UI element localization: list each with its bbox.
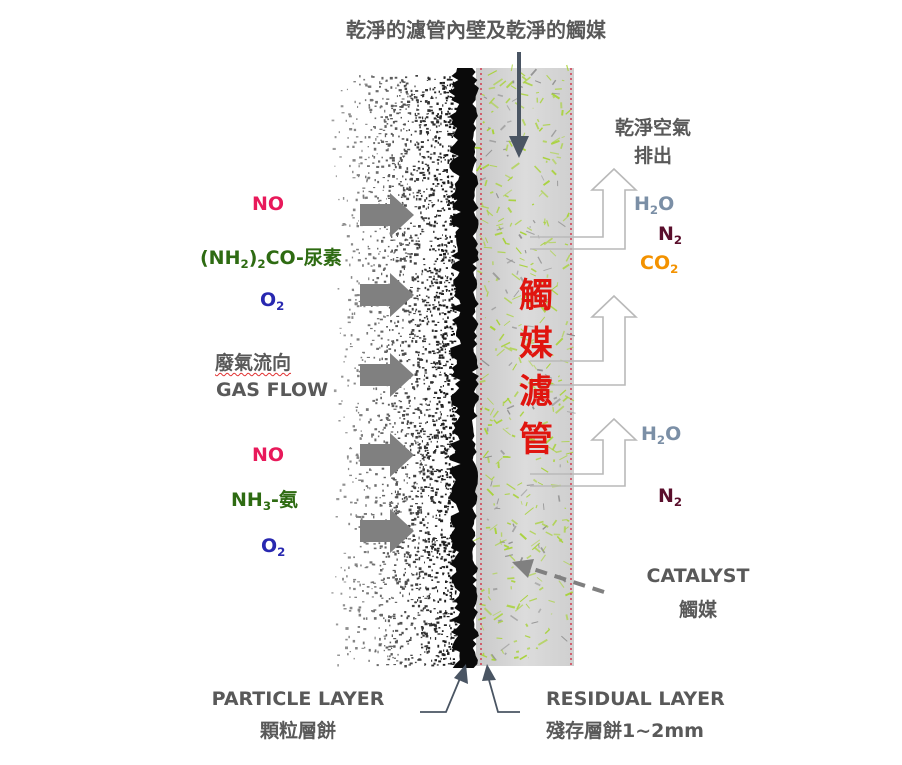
- input-no-1: NO: [252, 193, 285, 215]
- clean-air-outflow-arrows: [530, 167, 638, 487]
- arrow-down-icon: [509, 52, 529, 158]
- clean-air-line2: 排出: [633, 145, 673, 167]
- arrow-right-icon: [360, 353, 414, 397]
- layer-pointers: [420, 675, 520, 713]
- filter-label-char: 觸: [519, 276, 553, 316]
- particle-layer-pointer: [420, 675, 462, 713]
- filter-label-char: 濾: [519, 372, 553, 412]
- input-o2-1: O2: [260, 289, 285, 314]
- gas-flow-en: GAS FLOW: [216, 379, 329, 401]
- arrow-right-icon: [360, 509, 414, 553]
- catalyst-zh: 觸媒: [678, 599, 718, 621]
- arrow-up-right-outline-icon: [530, 167, 638, 250]
- input-no-2: NO: [252, 444, 285, 466]
- output-h2o-2: H2O: [641, 423, 682, 448]
- particle-layer-zh: 顆粒層餅: [259, 720, 337, 742]
- particle-layer-en: PARTICLE LAYER: [211, 688, 385, 710]
- catalytic-filter-label: 觸 媒 濾 管: [518, 272, 554, 464]
- particle-dust: [331, 75, 458, 668]
- output-n2-2: N2: [658, 485, 683, 510]
- filter-label-char: 管: [519, 420, 553, 460]
- arrow-up-icon: [482, 664, 496, 681]
- arrow-right-icon: [360, 193, 414, 237]
- residual-layer-en: RESIDUAL LAYER: [546, 688, 725, 710]
- output-h2o-1: H2O: [634, 193, 675, 218]
- arrow-up-right-outline-icon: [530, 417, 638, 487]
- arrow-up-icon: [454, 664, 468, 684]
- input-urea: (NH2)2CO-尿素: [200, 247, 342, 272]
- residual-layer-pointer: [488, 679, 520, 713]
- input-ammonia: NH3-氨: [231, 489, 298, 514]
- filter-label-char: 媒: [519, 324, 553, 364]
- output-n2-1: N2: [658, 223, 683, 248]
- arrow-up-right-outline-icon: [530, 294, 638, 386]
- arrow-right-icon: [360, 433, 414, 477]
- residual-layer-zh: 殘存層餅1~2mm: [546, 720, 704, 742]
- output-co2: CO2: [640, 252, 679, 277]
- input-o2-2: O2: [261, 535, 286, 560]
- arrow-right-icon: [360, 273, 414, 317]
- dashed-arrow-icon: [512, 559, 605, 594]
- clean-filter-wall-label: 乾淨的濾管內壁及乾淨的觸媒: [346, 18, 606, 42]
- gas-flow-zh: 廢氣流向: [215, 352, 292, 374]
- clean-air-line1: 乾淨空氣: [614, 117, 692, 139]
- particle-cake-layer: [449, 68, 479, 668]
- catalyst-en: CATALYST: [646, 565, 750, 587]
- gas-flow-arrows: [360, 193, 414, 553]
